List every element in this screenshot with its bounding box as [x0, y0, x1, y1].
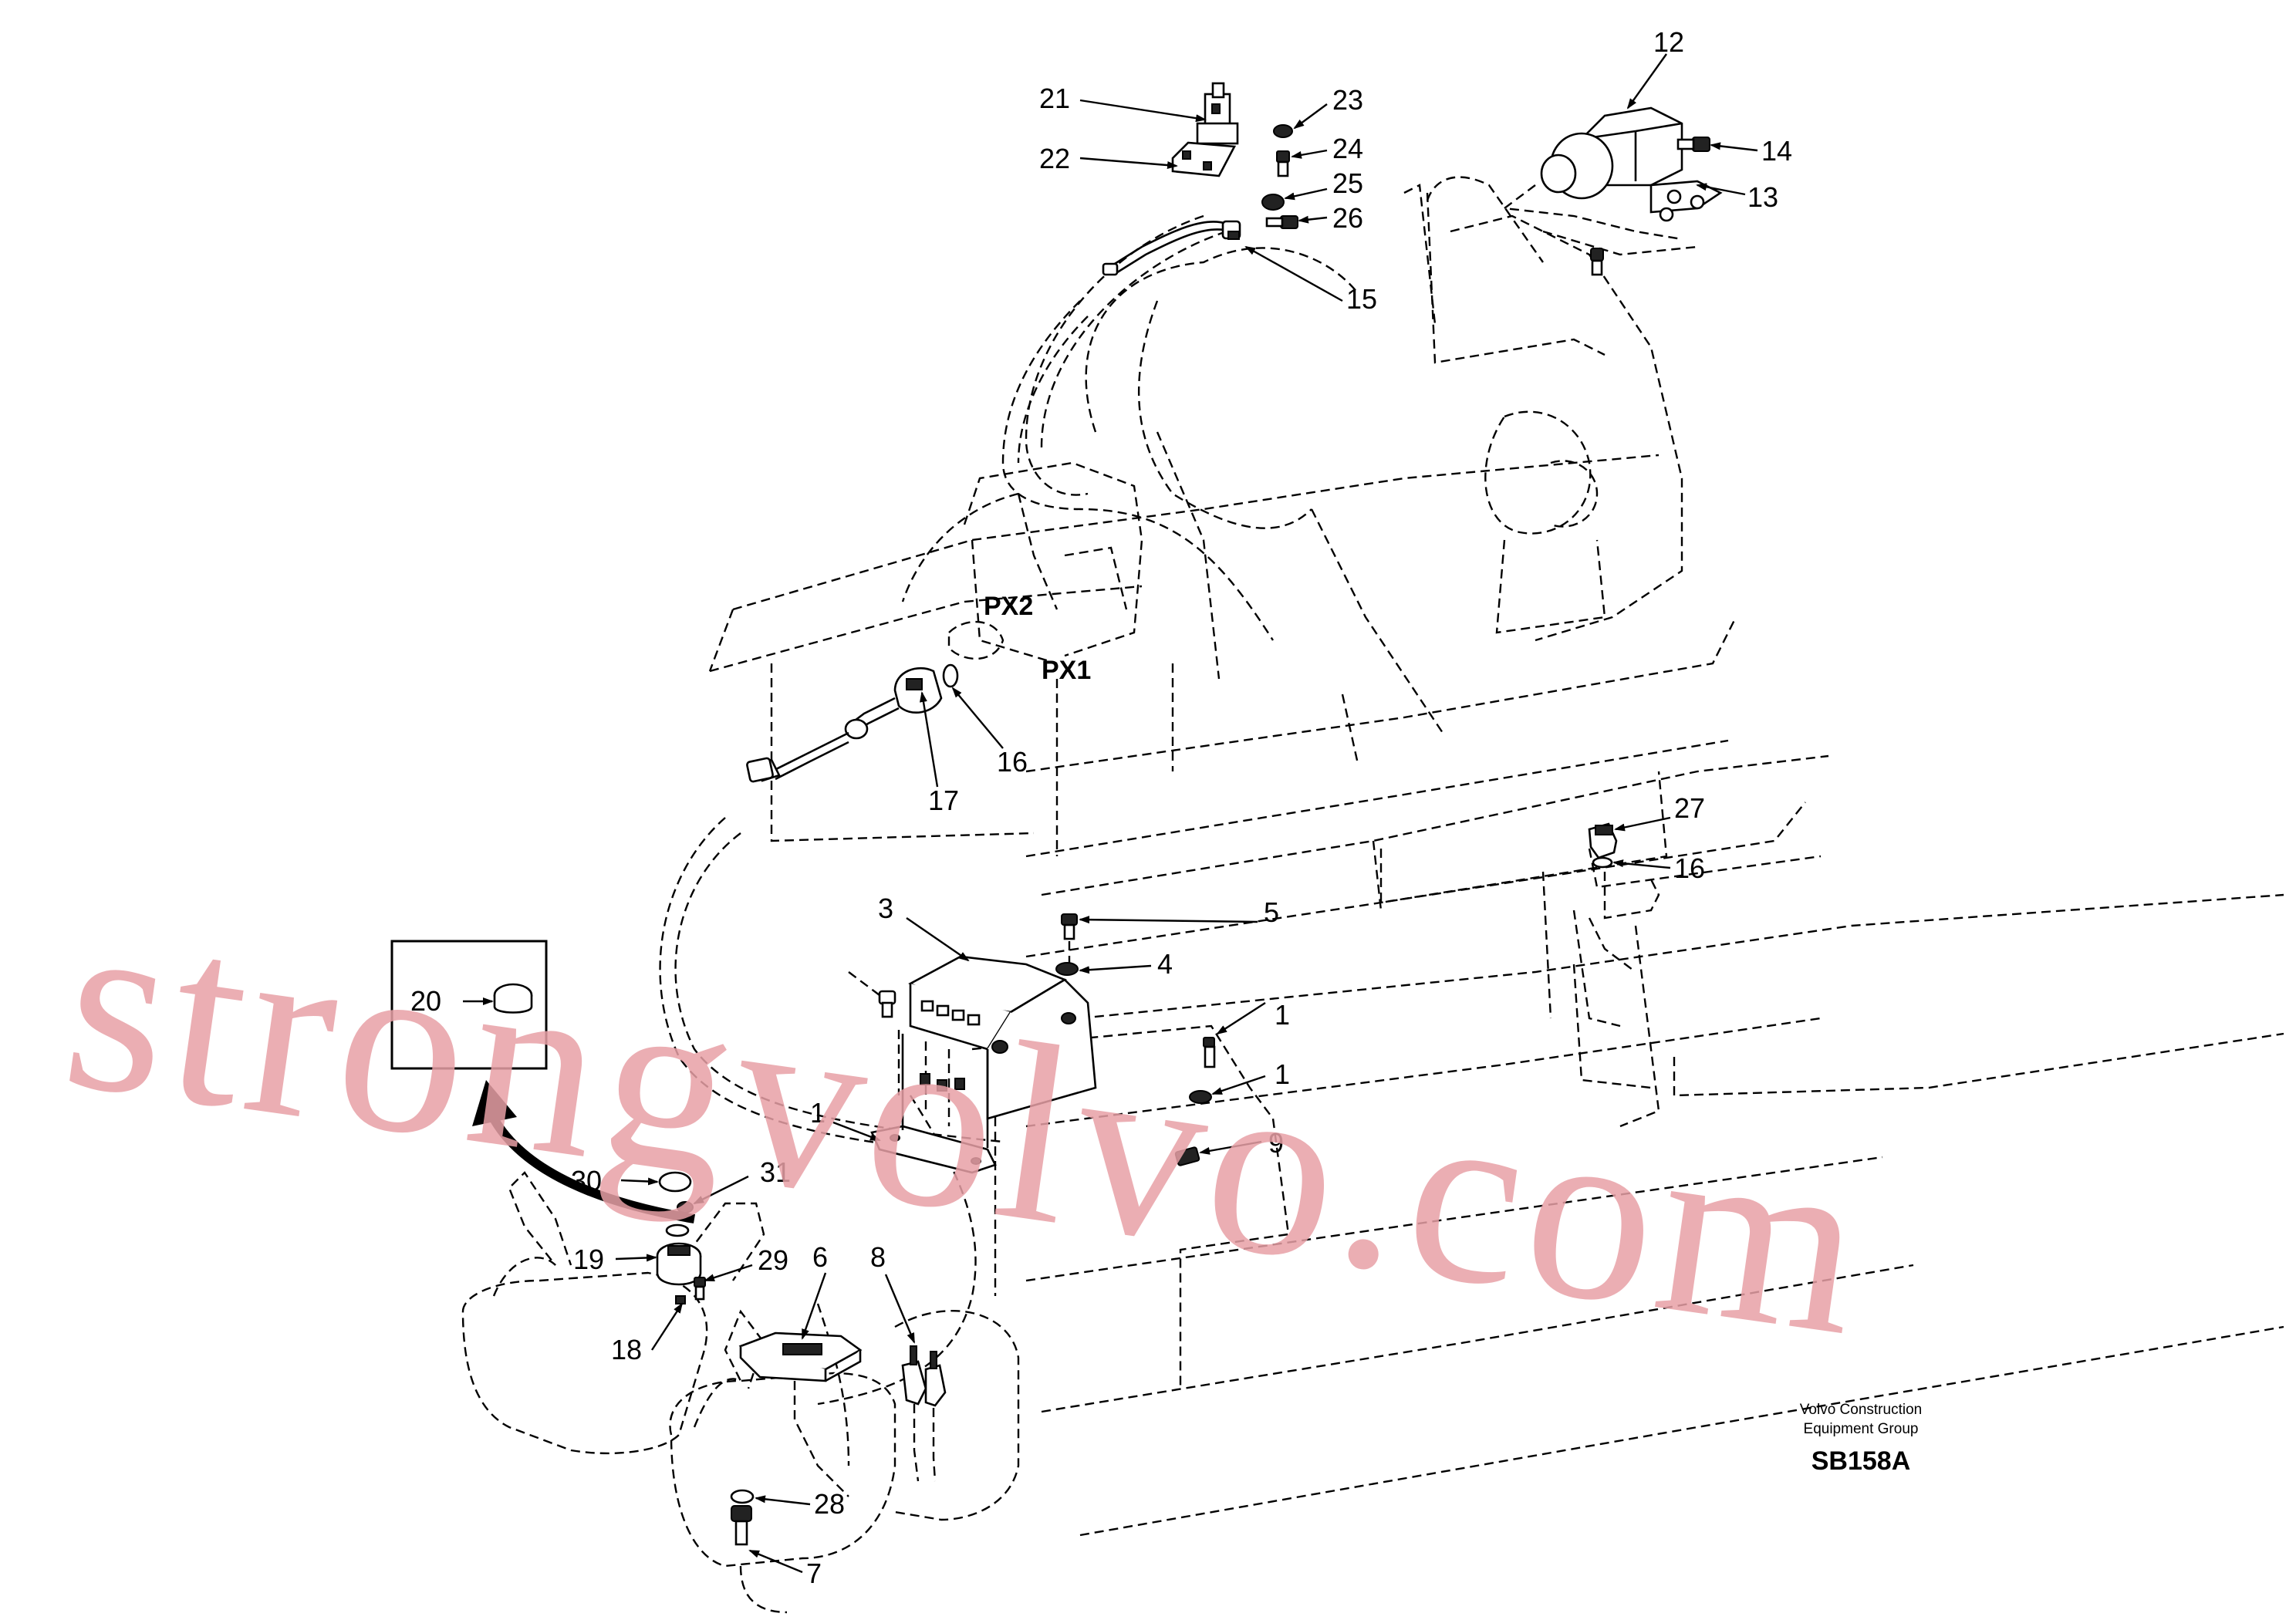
bolt-left-of-unit	[848, 971, 896, 1018]
part-27-pressure-switch	[1572, 822, 1660, 1028]
watermark-text: strongvolvo.com	[51, 859, 1883, 1389]
callout-18: 18	[611, 1334, 642, 1365]
callout-7: 7	[806, 1558, 822, 1589]
part-14-bolt	[1676, 137, 1710, 152]
part-19-switch	[656, 1242, 702, 1286]
callout-14: 14	[1761, 135, 1792, 167]
right-console-outline	[669, 1309, 1020, 1614]
callout-26: 26	[1332, 202, 1363, 234]
callout-24: 24	[1332, 133, 1363, 164]
pump-outline	[947, 461, 1143, 665]
callout-16-right: 16	[1674, 852, 1705, 884]
part-4-washer	[1055, 962, 1079, 976]
part-5-bolt	[1061, 913, 1078, 964]
callout-labels: 12 14 13 15 21 22 23 24 25 26 16 17 27 1…	[410, 26, 1792, 1589]
part-15-sensor-cable	[1102, 220, 1241, 276]
part-16-o-ring-upper	[942, 663, 959, 688]
callout-20: 20	[410, 985, 441, 1017]
bolt-13-lower	[1590, 248, 1604, 276]
callout-29: 29	[758, 1244, 788, 1276]
part-31-nut	[665, 1201, 694, 1237]
inset-box	[390, 940, 548, 1070]
callout-1-lower: 1	[1275, 1058, 1290, 1090]
part-9-connector	[1174, 1146, 1200, 1166]
callout-25: 25	[1332, 167, 1363, 199]
upper-frame-outline	[708, 454, 1737, 858]
callout-6: 6	[812, 1241, 828, 1273]
port-label-px1: PX1	[1042, 656, 1091, 685]
callout-23: 23	[1332, 84, 1363, 116]
part-8-rocker-switches	[901, 1345, 947, 1482]
callout-30: 30	[571, 1165, 602, 1196]
curved-pointer-arrow	[472, 1080, 695, 1223]
part-11-bolt-washer	[1189, 1037, 1216, 1104]
part-7-bolt	[731, 1505, 752, 1546]
part-30-cap	[658, 1171, 692, 1193]
callout-28: 28	[814, 1488, 845, 1520]
callout-3: 3	[878, 893, 893, 924]
company-line-1: Volvo Construction	[1800, 1402, 1922, 1418]
part-28-washer	[730, 1489, 755, 1504]
callout-1: 1	[810, 1097, 826, 1129]
callout-21: 21	[1039, 83, 1070, 114]
lower-frame-outline	[971, 754, 2284, 1537]
callout-12: 12	[1653, 26, 1684, 58]
callout-1-upper: 1	[1275, 999, 1290, 1031]
callout-17: 17	[928, 785, 959, 816]
callout-27: 27	[1674, 792, 1705, 824]
drawing-code: SB158A	[1811, 1446, 1911, 1476]
part-3-control-unit	[908, 955, 1097, 1120]
part-22-bracket	[1171, 141, 1237, 177]
leader-lines	[463, 53, 1758, 1574]
callout-9: 9	[1268, 1127, 1284, 1159]
callout-31: 31	[760, 1156, 791, 1188]
callout-13: 13	[1747, 181, 1778, 213]
port-label-px2: PX2	[984, 592, 1033, 621]
engine-outline	[1085, 176, 1683, 734]
callout-16-upper: 16	[997, 746, 1028, 778]
callout-4: 4	[1157, 948, 1173, 980]
part-12-solenoid-valve	[1501, 106, 1723, 256]
callout-22: 22	[1039, 143, 1070, 174]
part-21-valve	[1196, 82, 1239, 145]
parts-23-26-fasteners	[1261, 124, 1298, 229]
callout-19: 19	[573, 1244, 604, 1275]
callout-8: 8	[870, 1241, 886, 1273]
company-line-2: Equipment Group	[1804, 1421, 1919, 1437]
callout-5: 5	[1264, 896, 1279, 928]
part-6-switch-panel	[738, 1331, 863, 1497]
left-console-outline	[461, 1171, 765, 1455]
part-17-pressure-sensor	[746, 667, 943, 783]
callout-15: 15	[1346, 283, 1377, 315]
part-1-bracket	[870, 1030, 997, 1174]
footer: Volvo Construction Equipment Group SB158…	[1800, 1402, 1922, 1476]
